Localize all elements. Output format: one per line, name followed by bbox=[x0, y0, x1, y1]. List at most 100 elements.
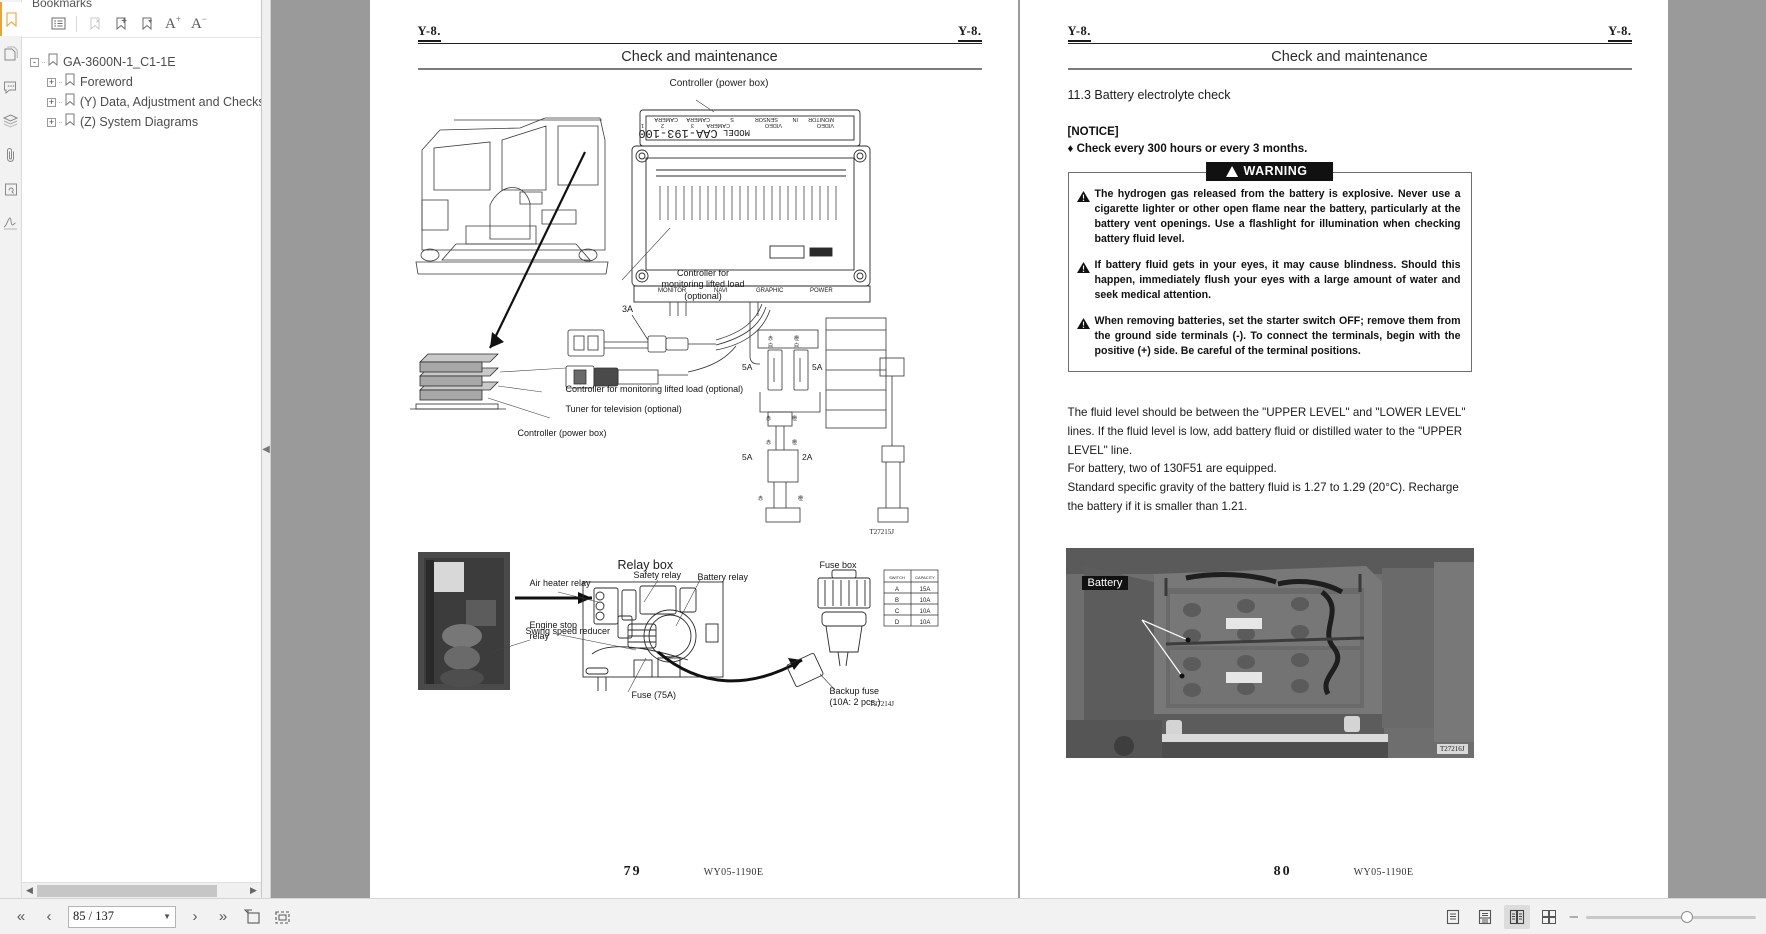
photo-caption: Battery bbox=[1081, 576, 1129, 590]
battery-photo-image bbox=[1065, 548, 1474, 758]
chevron-left-icon: ◀ bbox=[262, 443, 270, 455]
page-number-value: 85 / 137 bbox=[73, 909, 114, 923]
warning-box: WARNING The hydrogen gas released from t… bbox=[1067, 162, 1472, 373]
bookmark-node-foreword[interactable]: + ·· Foreword bbox=[30, 72, 261, 92]
bookmark-node-y-data[interactable]: + ·· (Y) Data, Adjustment and Checks bbox=[30, 92, 261, 112]
svg-text:橙: 橙 bbox=[792, 439, 797, 446]
list-options-icon bbox=[51, 17, 65, 30]
document-page-80[interactable]: Y-8. Y-8. Check and maintenance 11.3 Bat… bbox=[1019, 0, 1668, 898]
svg-text:赤: 赤 bbox=[766, 440, 771, 446]
zoom-out-button[interactable]: – bbox=[1569, 908, 1578, 925]
label-fuse-2a: 2A bbox=[802, 452, 813, 462]
bookmark-properties-icon[interactable] bbox=[135, 13, 159, 35]
notice-heading: [NOTICE] bbox=[1067, 126, 1119, 138]
expander-toggle[interactable]: - bbox=[30, 57, 39, 67]
label-fuse-75a: Fuse (75A) bbox=[631, 690, 677, 700]
sidebar-item-attachments[interactable] bbox=[0, 138, 22, 172]
last-page-button[interactable]: » bbox=[218, 908, 228, 925]
bookmark-icon bbox=[48, 53, 58, 71]
decrease-text-size-icon[interactable]: A− bbox=[187, 13, 211, 35]
snapshot-button[interactable] bbox=[268, 904, 296, 930]
svg-text:2: 2 bbox=[660, 122, 663, 128]
tree-connector: ·· bbox=[58, 97, 63, 107]
bookmark-node-z-system[interactable]: + ·· (Z) System Diagrams bbox=[30, 112, 261, 132]
scrollbar-thumb[interactable] bbox=[37, 884, 217, 897]
bookmark-options-icon[interactable] bbox=[46, 13, 70, 35]
chevron-down-icon[interactable]: ▼ bbox=[163, 912, 171, 921]
previous-page-button[interactable]: ‹ bbox=[46, 908, 52, 925]
sidebar-item-comments[interactable] bbox=[0, 70, 22, 104]
header-code-left: Y-8. bbox=[417, 24, 441, 42]
sidebar-item-security[interactable] bbox=[0, 172, 22, 206]
bookmark-node-root[interactable]: - ·· GA-3600N-1_C1-1E bbox=[30, 52, 261, 72]
label-navi: NAVI bbox=[714, 288, 728, 294]
bookmark-icon bbox=[65, 93, 75, 111]
expander-toggle[interactable]: + bbox=[47, 76, 56, 87]
svg-text:15A: 15A bbox=[919, 587, 930, 593]
layers-icon bbox=[3, 114, 18, 128]
bookmark-delete-icon bbox=[90, 17, 100, 31]
document-code: WY05-1190E bbox=[1353, 867, 1414, 878]
page-number-input[interactable]: 85 / 137 ▼ bbox=[68, 905, 176, 928]
next-page-button[interactable]: › bbox=[192, 908, 198, 925]
rotate-view-button[interactable] bbox=[238, 904, 266, 930]
label-fuse-5a-right: 5A bbox=[812, 362, 823, 372]
delete-bookmark-icon[interactable] bbox=[83, 13, 107, 35]
single-page-view-button[interactable] bbox=[1440, 905, 1466, 929]
bottom-toolbar: « ‹ 85 / 137 ▼ › » bbox=[0, 898, 1766, 934]
first-page-button[interactable]: « bbox=[16, 908, 26, 925]
bookmarks-tree: - ·· GA-3600N-1_C1-1E + ·· Foreword bbox=[22, 38, 261, 882]
figure-code-bottom: T27214J bbox=[869, 700, 895, 708]
expander-toggle[interactable]: + bbox=[47, 116, 56, 127]
sidebar-item-layers[interactable] bbox=[0, 104, 22, 138]
warning-item: When removing batteries, set the starter… bbox=[1076, 314, 1461, 359]
label-air-heater-relay: Air heater relay bbox=[529, 578, 591, 588]
two-page-view-button[interactable] bbox=[1503, 904, 1530, 929]
warning-banner-label: WARNING bbox=[1243, 164, 1308, 178]
zoom-slider[interactable] bbox=[1586, 910, 1756, 924]
document-page-79[interactable]: Y-8. Y-8. Check and maintenance Controll… bbox=[369, 0, 1018, 898]
zoom-slider-knob[interactable] bbox=[1681, 910, 1694, 923]
label-controller-monitoring-multi: Controller for monitoring lifted load (o… bbox=[661, 268, 745, 301]
bookmarks-panel: Bookmarks bbox=[22, 0, 262, 898]
document-viewport[interactable]: Y-8. Y-8. Check and maintenance Controll… bbox=[271, 0, 1766, 898]
continuous-scroll-view-icon bbox=[1478, 909, 1491, 924]
main-content-row: Bookmarks bbox=[0, 0, 1766, 898]
battery-photo: Battery T27216J bbox=[1065, 548, 1474, 758]
bookmark-add-icon bbox=[116, 17, 127, 31]
label-power: POWER bbox=[810, 288, 833, 294]
svg-text:橙: 橙 bbox=[798, 495, 803, 502]
zoom-slider-track[interactable] bbox=[1586, 915, 1756, 919]
bookmarks-toolbar: A+ A− bbox=[22, 10, 261, 38]
warning-triangle-icon bbox=[1076, 187, 1090, 247]
two-page-continuous-view-button[interactable] bbox=[1536, 905, 1562, 929]
section-title: 11.3 Battery electrolyte check bbox=[1067, 88, 1231, 102]
svg-text:VIDEO: VIDEO bbox=[816, 122, 834, 128]
continuous-scroll-view-button[interactable] bbox=[1472, 905, 1498, 929]
figure-code-top: T27215J bbox=[869, 528, 895, 536]
increase-text-size-icon[interactable]: A+ bbox=[161, 13, 185, 35]
svg-text:1: 1 bbox=[640, 122, 643, 128]
page-navigation-group: « ‹ 85 / 137 ▼ › » bbox=[8, 904, 296, 930]
panel-collapse-handle[interactable]: ◀ bbox=[262, 0, 271, 898]
bookmarks-horizontal-scrollbar[interactable]: ◀ ▶ bbox=[22, 882, 261, 898]
sidebar-item-signatures[interactable] bbox=[0, 206, 22, 240]
label-controller-power-box-bottom: Controller (power box) bbox=[517, 428, 607, 438]
label-engine-stop-relay: Engine stop relay bbox=[529, 620, 578, 642]
scroll-left-arrow-icon[interactable]: ◀ bbox=[26, 885, 33, 895]
expander-toggle[interactable]: + bbox=[47, 96, 56, 107]
scroll-right-arrow-icon[interactable]: ▶ bbox=[250, 885, 257, 895]
scrollbar-track[interactable] bbox=[37, 883, 246, 898]
page-footer: 79 WY05-1190E bbox=[370, 864, 1018, 880]
page-header: Y-8. Y-8. Check and maintenance bbox=[417, 24, 982, 70]
label-monitor: MONITOR bbox=[658, 288, 687, 294]
body-text: The fluid level should be between the "U… bbox=[1067, 406, 1466, 513]
sidebar-item-pages[interactable] bbox=[0, 36, 22, 70]
sidebar-item-bookmarks[interactable] bbox=[0, 2, 22, 36]
svg-text:赤: 赤 bbox=[766, 416, 771, 422]
svg-text:CAMERA: CAMERA bbox=[654, 116, 678, 122]
warning-triangle-icon bbox=[1225, 165, 1238, 177]
add-bookmark-icon[interactable] bbox=[109, 13, 133, 35]
snapshot-icon bbox=[274, 910, 290, 924]
